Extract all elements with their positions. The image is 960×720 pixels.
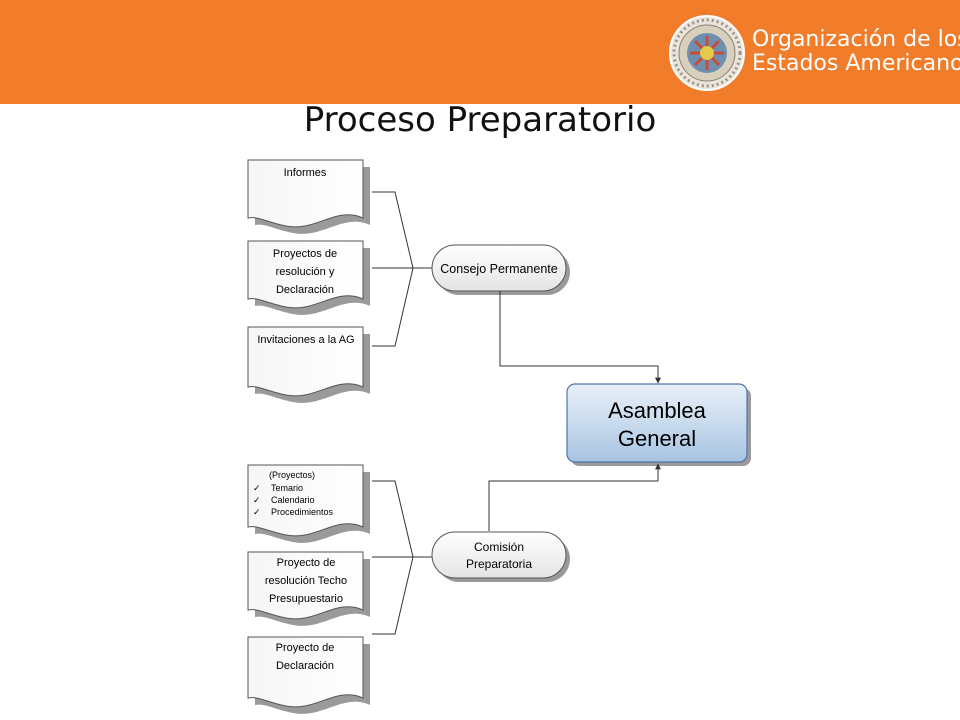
header-bar <box>0 0 960 104</box>
doc-techo-presupuestario: Proyecto de resolución Techo Presupuesta… <box>247 551 370 626</box>
arrow-comision-to-asamblea <box>488 463 661 531</box>
page-title: Proceso Preparatorio <box>0 100 960 140</box>
doc-invitaciones-label: Invitaciones a la AG <box>257 334 354 346</box>
upper-connector <box>372 191 432 347</box>
doc-techo-line2: resolución Techo <box>265 575 347 587</box>
node-comision-line1: Comisión <box>474 540 524 554</box>
node-asamblea-line2: General <box>618 426 696 451</box>
check-icon: ✓ <box>253 495 261 505</box>
doc-proyectos-line2: resolución y <box>276 266 335 278</box>
doc-techo-line1: Proyecto de <box>277 557 336 569</box>
checklist-calendario: Calendario <box>271 495 315 505</box>
node-comision-line2: Preparatoria <box>466 557 532 571</box>
doc-invitaciones: Invitaciones a la AG <box>247 326 370 403</box>
organization-name-line1: Organización de los <box>752 27 960 52</box>
page-title-text: Proceso Preparatorio <box>303 100 657 140</box>
doc-declaracion-line1: Proyecto de <box>276 642 335 654</box>
organization-name: Organización de los Estados Americanos <box>752 28 960 76</box>
checklist-temario: Temario <box>271 483 303 493</box>
doc-techo-line3: Presupuestario <box>269 593 343 605</box>
node-asamblea-line1: Asamblea <box>608 398 707 423</box>
doc-proyectos-line3: Declaración <box>276 284 334 296</box>
doc-proyectos-resolucion: Proyectos de resolución y Declaración <box>247 240 370 315</box>
arrow-consejo-to-asamblea <box>499 291 661 384</box>
lower-connector <box>372 480 432 635</box>
organization-name-line2: Estados Americanos <box>752 51 960 76</box>
node-asamblea-general: Asamblea General <box>566 383 751 466</box>
doc-proyectos-line1: Proyectos de <box>273 248 337 260</box>
check-icon: ✓ <box>253 507 261 517</box>
doc-declaracion-line2: Declaración <box>276 660 334 672</box>
doc-informes: Informes <box>247 159 370 234</box>
doc-proyectos-temario: (Proyectos) ✓ Temario ✓ Calendario ✓ Pro… <box>247 464 370 543</box>
doc-proyecto-declaracion: Proyecto de Declaración <box>247 636 370 714</box>
doc-informes-label: Informes <box>284 167 327 179</box>
node-consejo-label: Consejo Permanente <box>440 262 557 276</box>
doc-proyectos-heading: (Proyectos) <box>269 470 315 480</box>
node-consejo-permanente: Consejo Permanente <box>431 244 570 295</box>
check-icon: ✓ <box>253 483 261 493</box>
oas-seal-icon <box>669 15 745 91</box>
node-comision-preparatoria: Comisión Preparatoria <box>431 531 570 582</box>
checklist-procedimientos: Procedimientos <box>271 507 334 517</box>
